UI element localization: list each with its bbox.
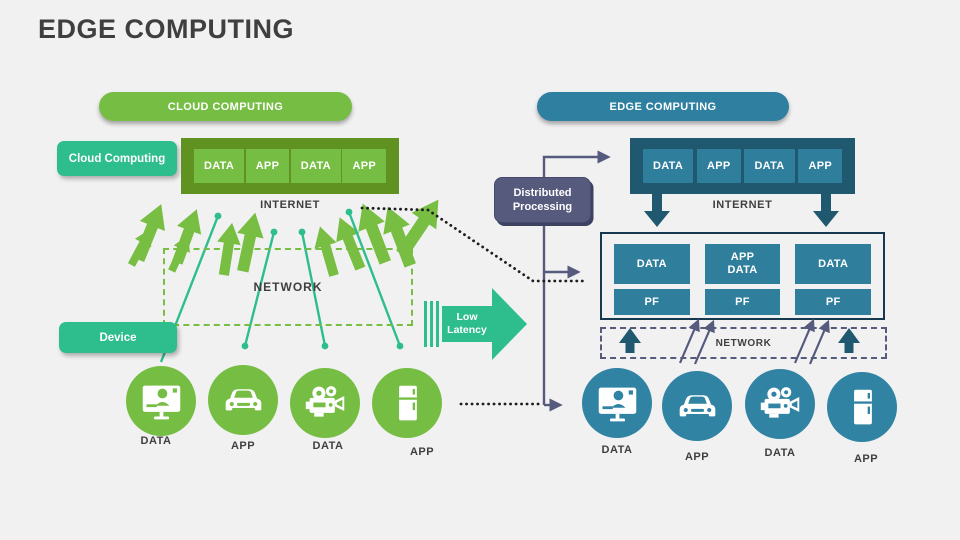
cloud-device-label-2: APP: [230, 440, 256, 452]
cloud-device-monitor: [126, 366, 196, 436]
edge-col1-top: DATA: [614, 244, 690, 284]
refrigerator-icon: [398, 385, 417, 420]
cloud-chip-app-2: APP: [342, 149, 386, 183]
cloud-device-fridge: [372, 368, 442, 438]
monitor-user-icon: [598, 387, 636, 421]
edge-process-column-2: APP DATA PF: [704, 244, 781, 318]
cloud-chip-data-2: DATA: [290, 149, 341, 183]
edge-network-box: NETWORK: [600, 327, 887, 359]
cloud-chip-app-1: APP: [245, 149, 290, 183]
edge-process-column-3: DATA PF: [795, 244, 872, 318]
cloud-network-label: NETWORK: [253, 280, 323, 294]
cloud-device-camera: [290, 368, 360, 438]
cloud-device-label-3: DATA: [312, 440, 344, 452]
edge-chip-data-1: DATA: [643, 149, 694, 183]
edge-process-column-1: DATA PF: [614, 244, 690, 318]
low-latency-arrow: Low Latency: [420, 286, 530, 362]
cloud-device-label-4: APP: [409, 446, 435, 458]
edge-device-label-2: APP: [684, 451, 710, 463]
car-icon: [679, 394, 715, 416]
edge-network-label: NETWORK: [715, 337, 772, 349]
edge-col2-top: APP DATA: [704, 244, 781, 284]
cloud-internet-box: DATA APP DATA APP: [181, 138, 399, 194]
up-arrow-icon: [123, 224, 159, 270]
edge-device-label-3: DATA: [764, 447, 796, 459]
edge-processing-box: DATA PF APP DATA PF DATA PF: [600, 232, 885, 320]
edge-device-car: [662, 371, 732, 441]
video-camera-icon: [305, 385, 344, 417]
edge-device-label-1: DATA: [601, 444, 633, 456]
cloud-internet-label: INTERNET: [260, 199, 320, 211]
device-tag: Device: [59, 322, 177, 353]
car-icon: [225, 388, 261, 410]
refrigerator-icon: [853, 389, 872, 424]
edge-device-label-4: APP: [853, 453, 879, 465]
edge-chip-app-1: APP: [697, 149, 741, 183]
edge-device-fridge: [827, 372, 897, 442]
edge-chip-data-2: DATA: [744, 149, 795, 183]
edge-col3-top: DATA: [795, 244, 872, 284]
edge-col3-pf: PF: [795, 289, 872, 315]
cloud-computing-tag: Cloud Computing: [57, 141, 177, 176]
right-block-arrow-icon: [424, 288, 527, 360]
video-camera-icon: [760, 386, 799, 418]
monitor-user-icon: [142, 385, 180, 419]
edge-col1-pf: PF: [614, 289, 690, 315]
edge-device-camera: [745, 369, 815, 439]
edge-computing-banner: EDGE COMPUTING: [537, 92, 789, 121]
distributed-processing-tag: Distributed Processing: [494, 177, 591, 223]
edge-chip-app-2: APP: [798, 149, 842, 183]
low-latency-label: Low Latency: [447, 310, 487, 336]
page-title: EDGE COMPUTING: [38, 14, 295, 44]
cloud-computing-banner: CLOUD COMPUTING: [99, 92, 352, 121]
cloud-network-box: NETWORK: [163, 248, 413, 326]
edge-internet-label: INTERNET: [712, 199, 773, 211]
cloud-chip-data-1: DATA: [194, 149, 245, 183]
edge-internet-box: DATA APP DATA APP: [630, 138, 855, 194]
edge-device-monitor: [582, 368, 652, 438]
cloud-device-label-1: DATA: [140, 435, 172, 447]
edge-col2-pf: PF: [704, 289, 781, 315]
cloud-device-car: [208, 365, 278, 435]
